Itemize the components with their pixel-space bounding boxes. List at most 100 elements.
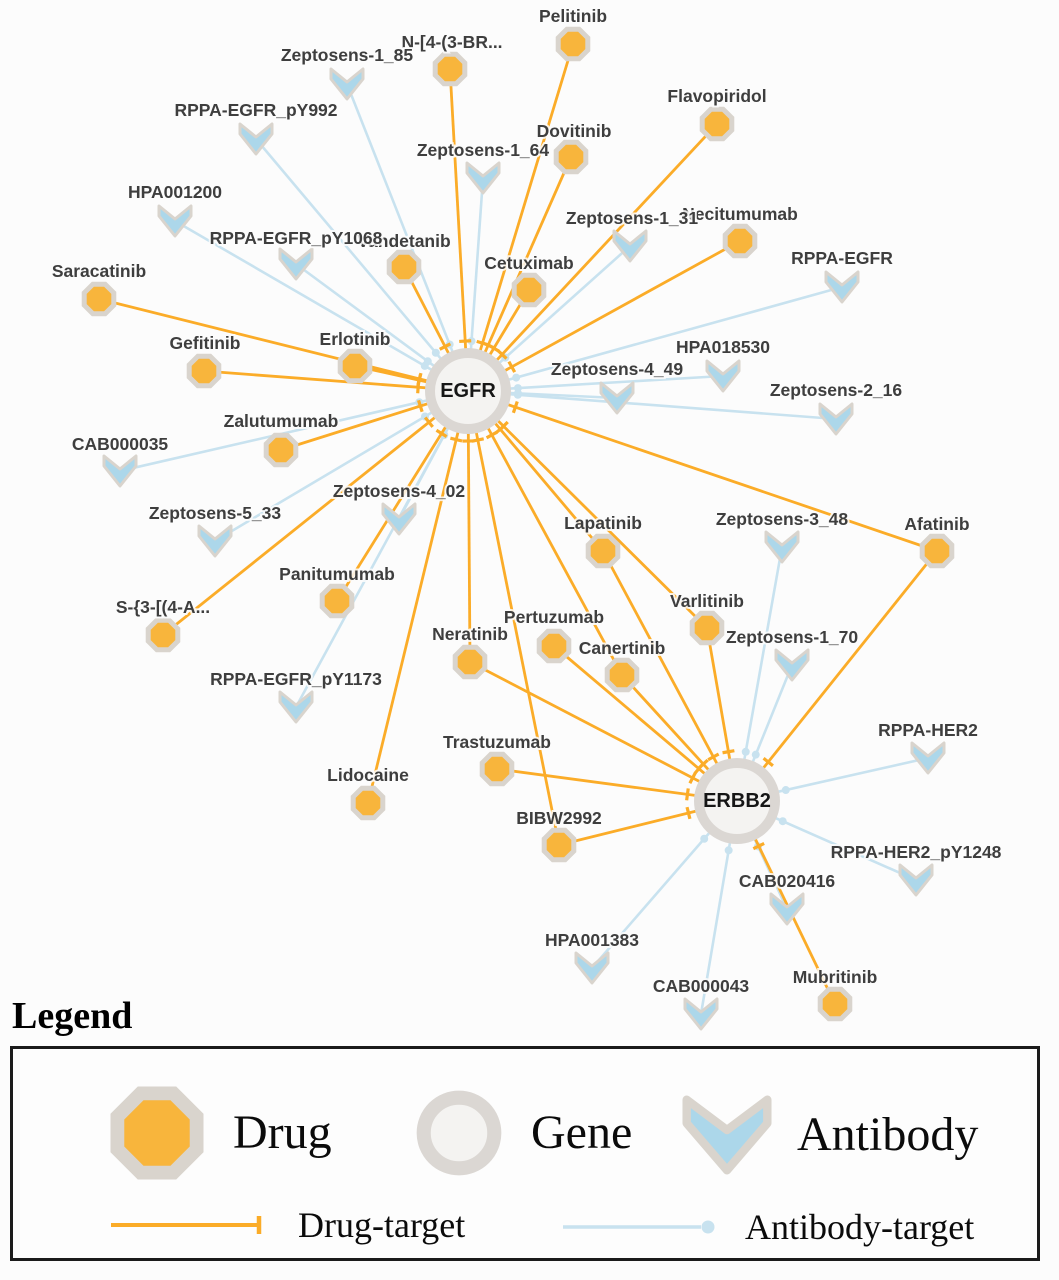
node-label: Zeptosens-1_31 (566, 208, 699, 228)
node-label: N-[4-(3-BR... (401, 32, 502, 52)
drug-node-trastuzumab[interactable] (479, 751, 515, 787)
drug-node-lapatinib[interactable] (585, 533, 621, 569)
legend-item-gene: Gene (411, 1085, 632, 1181)
drug-icon (110, 1086, 204, 1180)
antibody-node-zeptosens-1-64[interactable] (465, 161, 501, 195)
node-label: CAB000043 (653, 976, 750, 996)
antibody-node-zeptosens-2-16[interactable] (818, 402, 854, 436)
node-label: Vandetanib (357, 231, 450, 251)
antibody-node-zeptosens-1-31[interactable] (612, 229, 648, 263)
node-label: Zalutumumab (224, 411, 339, 431)
node-label: Cetuximab (484, 253, 573, 273)
antibody-target-edge-icon (563, 1220, 715, 1234)
drug-node-vandetanib[interactable] (386, 249, 422, 285)
node-label: RPPA-EGFR_pY1068 (210, 228, 383, 248)
drug-node-dovitinib[interactable] (553, 139, 589, 175)
drug-target-edge-icon (111, 1216, 262, 1234)
node-label: Zeptosens-5_33 (149, 503, 282, 523)
drug-node-gefitinib[interactable] (186, 353, 222, 389)
drug-node-cetuximab[interactable] (511, 272, 547, 308)
drug-node-saracatinib[interactable] (81, 281, 117, 317)
drug-node-lidocaine[interactable] (350, 785, 386, 821)
drug-node-zalutumumab[interactable] (263, 432, 299, 468)
drug-node-necitumumab[interactable] (722, 223, 758, 259)
node-label: Zeptosens-1_85 (281, 45, 414, 65)
gene-node-erbb2[interactable] (694, 758, 780, 844)
node-label: Zeptosens-3_48 (716, 509, 849, 529)
antibody-icon (682, 1095, 772, 1175)
node-label: Panitumumab (279, 564, 395, 584)
antibody-node-zeptosens-4-02[interactable] (381, 502, 417, 536)
node-label: Pelitinib (539, 6, 607, 26)
node-label: RPPA-HER2_pY1248 (831, 842, 1002, 862)
drug-node-flavopiridol[interactable] (699, 106, 735, 142)
antibody-node-cab020416[interactable] (769, 892, 805, 926)
legend-item-antibody: Antibody (681, 1093, 978, 1177)
node-label: Gefitinib (170, 333, 241, 353)
node-label: Lapatinib (564, 513, 642, 533)
antibody-node-cab000035[interactable] (102, 454, 138, 488)
gene-node-egfr[interactable] (425, 348, 511, 434)
node-label: Mubritinib (793, 967, 878, 987)
antibody-node-zeptosens-4-49[interactable] (599, 381, 635, 415)
node-label: Zeptosens-4_02 (333, 481, 466, 501)
node-label: CAB020416 (739, 871, 836, 891)
drug-node-bibw2992[interactable] (541, 827, 577, 863)
antibody-node-hpa001200[interactable] (157, 204, 193, 238)
node-label: Afatinib (904, 514, 969, 534)
drug-node-s-3-4-a[interactable] (145, 617, 181, 653)
antibody-node-rppa-egfr-py1068[interactable] (278, 247, 314, 281)
node-label: Saracatinib (52, 261, 146, 281)
legend-item-drug: Drug (105, 1081, 332, 1185)
antibody-node-hpa001383[interactable] (574, 951, 610, 985)
antibody-node-rppa-egfr[interactable] (824, 270, 860, 304)
node-label: Varlitinib (670, 591, 744, 611)
node-label: HPA018530 (676, 337, 770, 357)
legend-antibody-label: Antibody (797, 1108, 979, 1161)
antibody-node-rppa-egfr-py1173[interactable] (278, 690, 314, 724)
drug-node-n-4-3-br[interactable] (432, 51, 468, 87)
node-label: Necitumumab (682, 204, 798, 224)
legend-drug-target-label: Drug-target (298, 1205, 466, 1245)
node-label: Zeptosens-2_16 (770, 380, 903, 400)
gene-label: ERBB2 (703, 790, 771, 812)
node-label: Canertinib (579, 638, 666, 658)
legend-gene-label: Gene (531, 1106, 633, 1159)
antibody-node-rppa-her2[interactable] (910, 741, 946, 775)
gene-label: EGFR (440, 380, 496, 402)
node-label: Zeptosens-4_49 (551, 359, 684, 379)
antibody-node-rppa-egfr-py992[interactable] (238, 122, 274, 156)
drug-node-erlotinib[interactable] (337, 348, 373, 384)
node-label: Zeptosens-1_64 (417, 140, 550, 160)
antibody-node-zeptosens-1-85[interactable] (329, 67, 365, 101)
drug-node-panitumumab[interactable] (319, 583, 355, 619)
antibody-node-zeptosens-3-48[interactable] (764, 530, 800, 564)
antibody-node-hpa018530[interactable] (705, 359, 741, 393)
node-label: HPA001200 (128, 182, 222, 202)
node-label: RPPA-EGFR_pY992 (174, 100, 337, 120)
drug-node-neratinib[interactable] (452, 644, 488, 680)
legend-item-antibody-target: Antibody-target (561, 1209, 974, 1245)
antibody-node-zeptosens-5-33[interactable] (197, 524, 233, 558)
drug-node-pelitinib[interactable] (555, 26, 591, 62)
antibody-node-rppa-her2-py1248[interactable] (898, 863, 934, 897)
node-label: RPPA-EGFR (791, 248, 893, 268)
node-label: Flavopiridol (667, 86, 766, 106)
drug-node-varlitinib[interactable] (689, 610, 725, 646)
node-label: Neratinib (432, 624, 508, 644)
drug-node-canertinib[interactable] (604, 657, 640, 693)
drug-node-mubritinib[interactable] (817, 986, 853, 1022)
node-label: CAB000035 (72, 434, 169, 454)
node-label: Zeptosens-1_70 (726, 627, 859, 647)
node-label: Trastuzumab (443, 732, 551, 752)
drug-node-pertuzumab[interactable] (536, 628, 572, 664)
antibody-node-cab000043[interactable] (683, 997, 719, 1031)
legend-item-drug-target: Drug-target (109, 1207, 465, 1243)
antibody-node-zeptosens-1-70[interactable] (774, 648, 810, 682)
drug-node-afatinib[interactable] (919, 533, 955, 569)
node-label: Pertuzumab (504, 607, 604, 627)
legend-title: Legend (12, 995, 133, 1037)
node-label: BIBW2992 (516, 808, 602, 828)
